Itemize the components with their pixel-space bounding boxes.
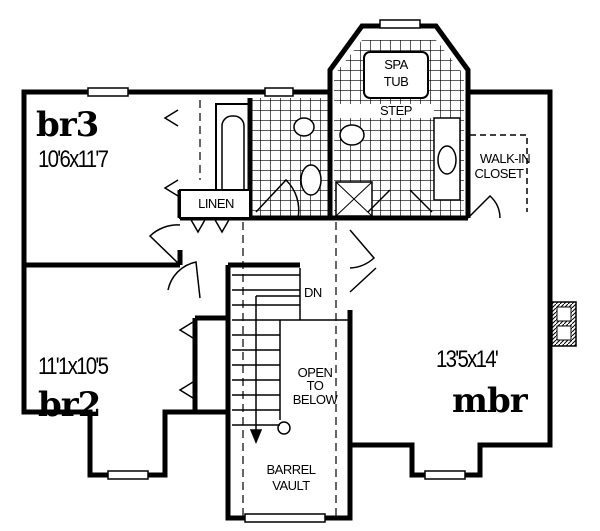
open-label-2: TO xyxy=(306,378,324,393)
spa-tub xyxy=(363,51,429,99)
room-size-br3: 10'6x11'7 xyxy=(38,146,109,173)
toilet xyxy=(339,124,365,146)
open-label-1: OPEN xyxy=(297,365,333,380)
room-size-br2: 11'1x10'5 xyxy=(38,353,109,380)
room-name-br3: br3 xyxy=(36,105,99,145)
room-name-br2: br2 xyxy=(38,385,101,425)
open-label-3: BELOW xyxy=(292,392,338,407)
vault-label-2: VAULT xyxy=(272,478,310,493)
step-label: STEP xyxy=(380,103,412,118)
closet-label-1: WALK-IN xyxy=(479,151,531,166)
toilet xyxy=(293,117,315,137)
step xyxy=(334,104,434,118)
spa-label-1: SPA xyxy=(384,57,408,72)
stairs xyxy=(232,268,350,444)
hall-bath-tile xyxy=(252,98,328,218)
vault-label-1: BARREL xyxy=(266,462,316,477)
door-swings xyxy=(148,109,501,399)
sink xyxy=(300,164,322,196)
sink xyxy=(437,145,457,175)
linen-label: LINEN xyxy=(198,196,234,211)
closet-label-2: CLOSET xyxy=(474,166,524,181)
windows xyxy=(87,19,466,523)
linen-closet xyxy=(179,189,251,219)
room-name-mbr: mbr xyxy=(452,381,528,421)
spa-label-2: TUB xyxy=(383,74,409,89)
room-size-mbr: 13'5x14' xyxy=(436,346,499,373)
stairs-down-label: DN xyxy=(304,285,322,300)
